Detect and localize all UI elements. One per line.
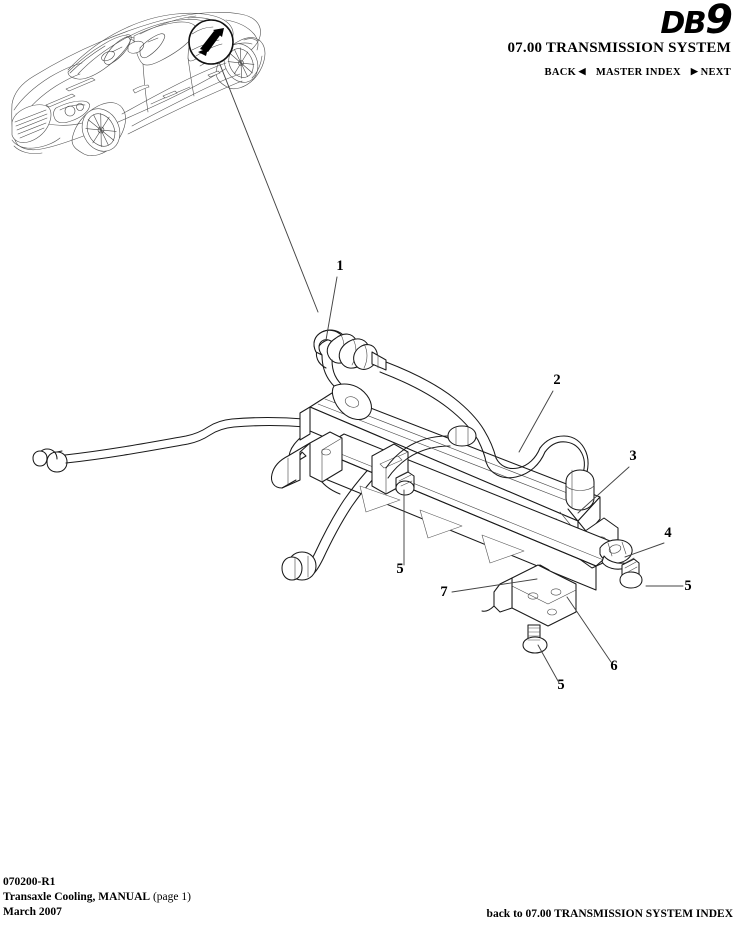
callout-number-5c: 5 [557, 677, 564, 693]
callout-6: 6 [566, 596, 618, 674]
nav-back-label: BACK [544, 67, 577, 78]
callout-leader-4 [624, 542, 665, 558]
vehicle-location-callout [188, 19, 234, 65]
callout-number-4: 4 [664, 525, 671, 541]
footer-part-number: 070200-R1 [3, 876, 56, 888]
nav-back-button[interactable]: BACK ◀ [544, 66, 586, 78]
triangle-left-icon: ◀ [576, 66, 586, 76]
nav-next-label: NEXT [700, 67, 731, 78]
callout-number-3: 3 [629, 448, 636, 464]
callout-number-7: 7 [440, 584, 447, 600]
callout-group: 1 2 3 4 5 5 5 6 7 [325, 258, 692, 693]
callout-leader-5c [537, 644, 559, 682]
callout-leader-1 [325, 276, 338, 341]
callout-7: 7 [440, 578, 538, 600]
cooler-lower-mounting-bracket [481, 564, 577, 627]
bolt-hardware-center [395, 470, 415, 496]
callout-5c: 5 [537, 644, 565, 693]
callout-number-5b: 5 [684, 578, 691, 594]
lower-return-pipe [281, 451, 395, 581]
callout-5b: 5 [645, 578, 692, 594]
triangle-right-icon: ▶ [690, 66, 701, 76]
callout-number-2: 2 [553, 372, 560, 388]
callout-2: 2 [518, 372, 561, 453]
footer-description: Transaxle Cooling, MANUAL (page 1) [3, 890, 191, 905]
bolt-hardware-bottom [522, 624, 548, 654]
footer-index-link[interactable]: back to 07.00 TRANSMISSION SYSTEM INDEX [486, 908, 733, 920]
db9-logo-db: DB [660, 6, 706, 41]
footer-description-title: Transaxle Cooling, MANUAL [3, 891, 151, 903]
callout-leader-2 [518, 390, 554, 453]
navigation-bar: BACK ◀ MASTER INDEX ▶ NEXT [311, 66, 731, 78]
callout-leader-3 [577, 466, 630, 514]
callout-number-1: 1 [336, 258, 343, 274]
footer-date: March 2007 [3, 906, 62, 918]
bolt-hardware-right [619, 557, 643, 589]
callout-leader-6 [566, 596, 612, 663]
callout-number-6: 6 [610, 658, 617, 674]
cooler-mounting-bracket [271, 431, 621, 591]
page-footer-left: 070200-R1 Transaxle Cooling, MANUAL (pag… [3, 875, 191, 920]
callout-1: 1 [325, 258, 344, 341]
db9-logo: DB9 [311, 0, 733, 40]
nav-master-index-button[interactable]: MASTER INDEX [595, 67, 681, 78]
callout-3: 3 [577, 448, 637, 514]
db9-logo-number: 9 [705, 0, 733, 43]
callout-4: 4 [624, 525, 672, 558]
callout-number-5a: 5 [396, 561, 403, 577]
vehicle-leader-line [218, 61, 319, 313]
footer-description-page: (page 1) [152, 891, 191, 903]
section-title: 07.00 TRANSMISSION SYSTEM [507, 40, 731, 56]
callout-5a: 5 [396, 489, 405, 577]
cooler-retaining-clip [599, 539, 633, 570]
nav-next-button[interactable]: ▶ NEXT [690, 66, 731, 78]
callout-leader-7 [451, 578, 538, 593]
page-header: DB9 07.00 TRANSMISSION SYSTEM BACK ◀ MAST… [311, 0, 733, 78]
